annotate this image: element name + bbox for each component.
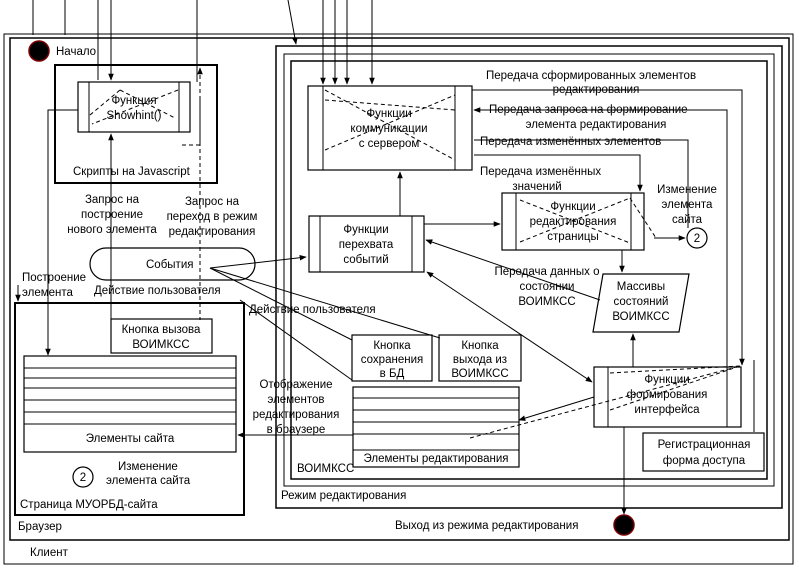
flow-change-right-3: сайта bbox=[672, 214, 703, 226]
scripts-frame bbox=[54, 64, 218, 184]
edit-mode-label: Режим редактирования bbox=[281, 490, 406, 502]
flow-state-data-1: Передача данных о bbox=[494, 266, 599, 278]
flow-labels: Запрос на построение нового элемента Зап… bbox=[22, 70, 717, 436]
state-arrays: Массивы состояний ВОИМКСС bbox=[592, 273, 690, 333]
flow-change-right-1: Изменение bbox=[657, 184, 717, 196]
call-button-line2: ВОИМКСС bbox=[132, 339, 189, 351]
registration-line2: форма доступа bbox=[663, 455, 746, 467]
flow-send-formed-1: Передача сформированных элементов bbox=[486, 70, 696, 82]
flow-switch-request-1: Запрос на bbox=[185, 196, 240, 208]
state-arrays-line1: Массивы bbox=[617, 281, 665, 293]
communication-line1: Функции bbox=[366, 108, 411, 120]
flow-send-formed-2: редактирования bbox=[553, 84, 640, 96]
flow-send-form-request-1: Передача запроса на формирование bbox=[489, 104, 688, 116]
exit-label: Выход из режима редактирования bbox=[395, 520, 578, 532]
page-editing-line1: Функции bbox=[550, 201, 595, 213]
flow-send-changed-elements: Передача изменённых элементов bbox=[480, 136, 661, 148]
page-editing-line3: страницы bbox=[547, 231, 598, 243]
scripts-label: Скрипты на Javascript bbox=[73, 166, 191, 178]
start-node bbox=[28, 40, 50, 62]
site-elements-table: Элементы сайта bbox=[23, 355, 237, 453]
exit-voimkss-button: Кнопка выхода из ВОИМКСС bbox=[438, 334, 522, 382]
browser-label: Браузер bbox=[18, 521, 62, 533]
connector-left-number: 2 bbox=[80, 472, 86, 484]
start-label: Начало bbox=[56, 46, 96, 58]
communication-line3: с сервером bbox=[359, 138, 420, 150]
edit-elements-label: Элементы редактирования bbox=[363, 453, 508, 465]
page-editing-functions: Функции редактирования страницы bbox=[501, 192, 645, 251]
connections bbox=[15, 35, 755, 515]
connector-2-right: 2 bbox=[686, 227, 708, 249]
top-lines bbox=[32, 0, 373, 45]
showhint-line1: Функция bbox=[111, 95, 156, 107]
interface-forming-functions: Функции формирования интерфейса bbox=[593, 366, 742, 428]
save-button-line1: Кнопка bbox=[373, 340, 411, 352]
edit-elements-table: Элементы редактирования bbox=[352, 386, 520, 468]
communication-line2: коммуникации bbox=[350, 123, 427, 135]
flow-show-edit-2: элементов bbox=[267, 394, 324, 406]
communication-functions: Функции коммуникации с сервером bbox=[307, 85, 473, 171]
flow-switch-request-3: редактирования bbox=[169, 226, 256, 238]
flow-state-data-2: состоянии bbox=[520, 281, 575, 293]
showhint-line2: Showhint() bbox=[107, 110, 162, 122]
site-page-label: Страница МУОРБД-сайта bbox=[20, 499, 158, 511]
edit-mode-frame bbox=[275, 45, 783, 509]
call-button-line1: Кнопка вызова bbox=[122, 324, 201, 336]
interface-forming-line3: интерфейса bbox=[634, 404, 700, 416]
events-label: События bbox=[146, 259, 193, 271]
flow-send-changed-values-2: значений bbox=[512, 181, 561, 193]
flow-build-request-1: Запрос на bbox=[85, 194, 140, 206]
registration-line1: Регистрационная bbox=[658, 439, 751, 451]
site-page-frame bbox=[14, 302, 245, 516]
exit-button-line3: ВОИМКСС bbox=[451, 368, 508, 380]
flow-change-right-2: элемента bbox=[662, 199, 714, 211]
flow-send-changed-values-1: Передача изменённых bbox=[480, 166, 601, 178]
intercept-line2: перехвата bbox=[339, 239, 394, 251]
change-site-element-left-1: Изменение bbox=[118, 461, 178, 473]
client-frame bbox=[3, 33, 794, 565]
voimkss-label: ВОИМКСС bbox=[297, 463, 354, 475]
flow-send-form-request-2: элемента редактирования bbox=[526, 119, 667, 131]
events-node: События bbox=[89, 247, 256, 281]
flow-user-action-2: Действие пользователя bbox=[249, 304, 376, 316]
save-button-line2: сохранения bbox=[361, 354, 423, 366]
client-label: Клиент bbox=[30, 547, 69, 559]
end-node bbox=[613, 514, 635, 536]
connector-right-number: 2 bbox=[694, 233, 700, 245]
flow-show-edit-3: редактирования bbox=[253, 409, 340, 421]
flow-show-edit-1: Отображение bbox=[259, 379, 332, 391]
call-voimkss-button: Кнопка вызова ВОИМКСС bbox=[110, 318, 213, 354]
browser-frame bbox=[9, 37, 790, 541]
interface-forming-line2: формирования bbox=[627, 389, 708, 401]
flow-build-element-1: Построение bbox=[22, 272, 86, 284]
showhint-function: Функция Showhint() bbox=[77, 81, 191, 133]
page-editing-line2: редактирования bbox=[530, 216, 617, 228]
change-site-element-left-2: элемента сайта bbox=[106, 475, 191, 487]
flow-build-request-2: построение bbox=[81, 209, 143, 221]
exit-button-line1: Кнопка bbox=[461, 340, 499, 352]
state-arrays-line2: состояний bbox=[614, 296, 669, 308]
flow-build-element-2: элемента bbox=[22, 287, 74, 299]
flow-user-action-1: Действие пользователя bbox=[94, 285, 221, 297]
flow-state-data-3: ВОИМКСС bbox=[518, 296, 575, 308]
connector-2-left: 2 bbox=[72, 466, 94, 488]
flow-build-request-3: нового элемента bbox=[67, 224, 157, 236]
flow-switch-request-2: переход в режим bbox=[167, 211, 258, 223]
intercept-line3: событий bbox=[343, 254, 388, 266]
save-to-db-button: Кнопка сохранения в БД bbox=[351, 334, 433, 382]
edit-mode-inner-frame bbox=[283, 53, 775, 487]
voimkss-frame bbox=[290, 60, 768, 480]
registration-form: Регистрационная форма доступа bbox=[642, 432, 765, 472]
exit-button-line2: выхода из bbox=[453, 354, 507, 366]
intercept-line1: Функции bbox=[343, 224, 388, 236]
state-arrays-line3: ВОИМКСС bbox=[612, 311, 669, 323]
interface-forming-line1: Функции bbox=[644, 374, 689, 386]
intercept-functions: Функции перехвата событий bbox=[308, 215, 425, 273]
save-button-line3: в БД bbox=[380, 368, 405, 380]
flow-show-edit-4: в браузере bbox=[267, 424, 326, 436]
site-elements-label: Элементы сайта bbox=[86, 433, 175, 445]
